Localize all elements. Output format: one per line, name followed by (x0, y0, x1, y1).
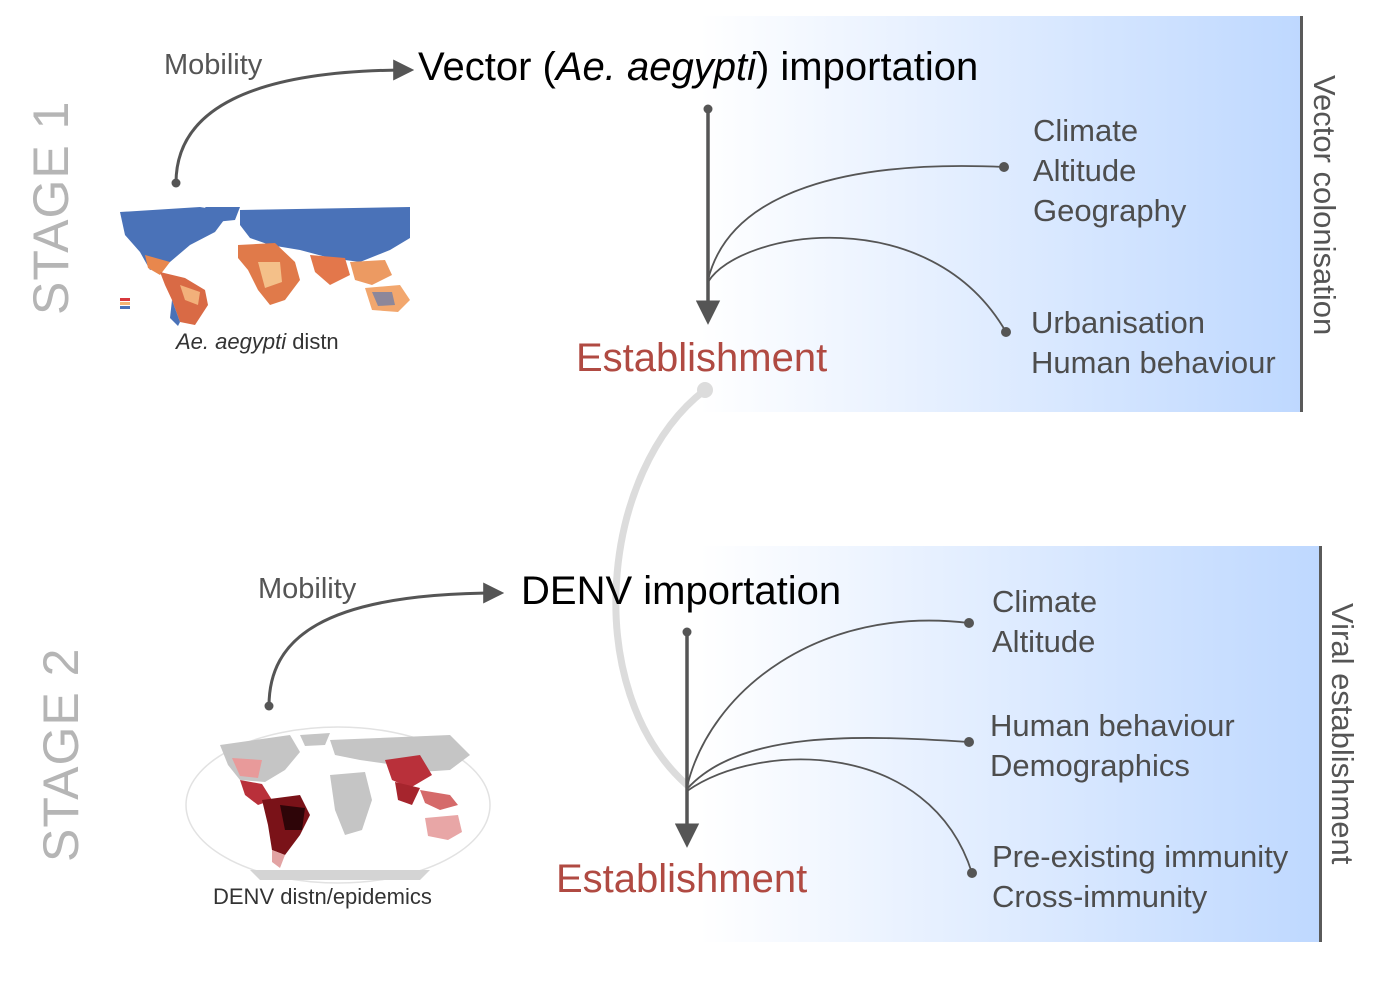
stage2-import-dot (682, 627, 692, 637)
factor-item: Cross-immunity (992, 879, 1208, 914)
stage1-map-caption: Ae. aegypti distn (176, 329, 339, 355)
stage2-factor-panel (700, 546, 1322, 942)
stage1-mobility-label: Mobility (164, 49, 263, 81)
aedes-distribution-map (117, 207, 411, 326)
factor-item: Climate (1033, 113, 1139, 148)
denv-distribution-map (185, 726, 491, 884)
stage2-factor3-curve (686, 758, 973, 874)
stage1-label: STAGE 1 (23, 100, 79, 315)
stage2-factor1-curve (686, 619, 970, 788)
factor-item: Climate (992, 584, 1098, 619)
stage1-factor1-dot (999, 162, 1009, 172)
factor-item: Altitude (1033, 153, 1137, 188)
stage2-label: STAGE 2 (33, 647, 89, 862)
stage2-factors-group2: Human behaviour Demographics (990, 706, 1235, 786)
stage2-factors-group3: Pre-existing immunity Cross-immunity (992, 837, 1288, 917)
stage2-title: DENV importation (521, 569, 842, 613)
stage1-import-dot (703, 104, 713, 114)
stage1-factors-group2: Urbanisation Human behaviour (1031, 303, 1276, 383)
factor-item: Demographics (990, 748, 1190, 783)
stage1-title: Vector (Ae. aegypti) importation (418, 45, 978, 90)
stage1-map-caption-species: Ae. aegypti (176, 329, 287, 354)
stage2-map-caption: DENV distn/epidemics (213, 884, 432, 909)
stage1-map-caption-rest: distn (286, 329, 339, 354)
stage2-factor2-curve (686, 737, 970, 790)
stage1-factor2-dot (1001, 327, 1011, 337)
stage2-side-label: Viral establishment (1325, 603, 1360, 865)
stage2-establishment: Establishment (556, 857, 808, 901)
factor-item: Pre-existing immunity (992, 839, 1289, 874)
factor-item: Geography (1033, 193, 1187, 228)
stage2-factor1-dot (964, 618, 974, 628)
stage-link-arc (612, 386, 709, 789)
stage2-mobility-dot (264, 701, 274, 711)
stage2-factor3-dot (967, 868, 977, 878)
stage2-factors-group1: Climate Altitude (992, 582, 1097, 662)
stage1-factor1-curve (707, 165, 1005, 281)
stage1-side-bar (1300, 16, 1303, 412)
stage1-title-post: ) importation (755, 45, 979, 89)
stage-link-dot (697, 382, 713, 398)
factor-item: Urbanisation (1031, 305, 1206, 340)
stage2-factor2-dot (964, 737, 974, 747)
factor-item: Altitude (992, 624, 1096, 659)
stage1-factor-panel (700, 16, 1303, 412)
factor-item: Human behaviour (990, 708, 1235, 743)
stage2-mobility-label: Mobility (258, 573, 357, 605)
stage1-side-label: Vector colonisation (1307, 75, 1342, 336)
stage2-mobility-arrow (267, 582, 505, 707)
stage1-factors-group1: Climate Altitude Geography (1033, 111, 1186, 231)
stage1-title-species: Ae. aegypti (555, 45, 756, 89)
stage1-establishment: Establishment (576, 336, 828, 380)
factor-item: Human behaviour (1031, 345, 1276, 380)
stage2-side-bar (1319, 546, 1322, 942)
stage1-title-pre: Vector ( (418, 45, 556, 89)
stage1-mobility-arrow (174, 59, 415, 184)
stage1-factor2-curve (707, 236, 1007, 333)
stage1-mobility-dot (171, 178, 181, 188)
